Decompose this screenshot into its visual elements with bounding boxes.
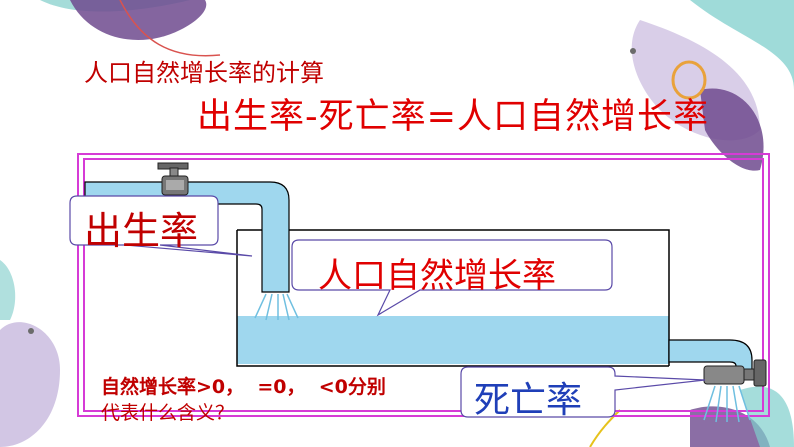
purple-blob-left: [0, 322, 60, 447]
question-line-1: 自然增长率>0， =0， <0分别: [101, 376, 386, 398]
slide-title: 人口自然增长率的计算: [84, 59, 324, 87]
birth-rate-label: 出生率: [84, 209, 199, 253]
orange-ring: [671, 60, 707, 100]
outflow-water-stream: [703, 385, 751, 423]
callout-bubble-natural: [291, 239, 613, 317]
purple-blob-top: [70, 0, 207, 40]
tank-water: [237, 316, 669, 364]
teal-blob-right: [690, 0, 794, 90]
teal-blob-left: [0, 260, 16, 320]
purple-blob-right: [700, 88, 764, 171]
death-rate-label: 死亡率: [474, 380, 583, 421]
water-tank-icon: [236, 229, 670, 367]
inflow-faucet-icon: [157, 162, 189, 196]
red-curve-line: [119, 0, 221, 57]
callout-bubble-death: [460, 366, 706, 418]
discussion-question: 自然增长率>0， =0， <0分别 代表什么含义？: [101, 374, 461, 426]
yellow-curve-line: [589, 409, 621, 447]
outflow-faucet-icon: [703, 359, 767, 387]
frame-outer-border: [77, 153, 770, 417]
question-line-2: 代表什么含义？: [101, 402, 235, 424]
natural-growth-label: 人口自然增长率: [318, 256, 556, 296]
formula-heading: 出生率-死亡率=人口自然增长率: [197, 97, 709, 137]
grey-dot: [28, 328, 34, 334]
grey-dot: [630, 48, 636, 54]
inflow-water-stream: [254, 293, 299, 321]
frame-inner-border: [83, 158, 764, 412]
callout-bubble-birth: [69, 195, 253, 257]
